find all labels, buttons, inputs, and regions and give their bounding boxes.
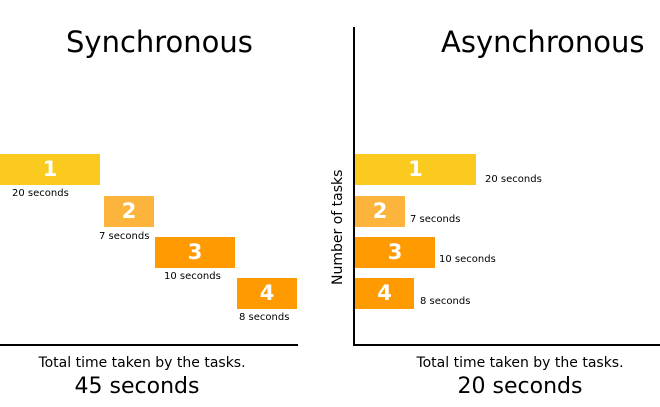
async-task-label-1: 1 xyxy=(408,157,423,181)
async-task-duration-4: 8 seconds xyxy=(420,296,471,307)
async-task-bar-1: 1 xyxy=(355,154,476,185)
sync-task-duration-1: 20 seconds xyxy=(12,188,69,199)
async-footer-text: Total time taken by the tasks. xyxy=(416,355,624,371)
sync-task-bar-4: 4 xyxy=(237,278,297,309)
async-task-label-4: 4 xyxy=(377,281,392,305)
async-task-duration-3: 10 seconds xyxy=(439,254,496,265)
sync-task-duration-3: 10 seconds xyxy=(164,271,221,282)
async-footer-total: 20 seconds xyxy=(457,374,583,399)
async-task-bar-2: 2 xyxy=(355,196,405,227)
async-task-duration-2: 7 seconds xyxy=(410,214,461,225)
async-y-axis xyxy=(353,27,355,346)
async-x-axis xyxy=(353,344,660,346)
async-title: Asynchronous xyxy=(441,25,645,59)
sync-footer-total: 45 seconds xyxy=(74,374,200,399)
async-task-duration-1: 20 seconds xyxy=(485,174,542,185)
sync-task-label-2: 2 xyxy=(121,199,137,223)
sync-task-label-4: 4 xyxy=(259,281,275,305)
sync-footer-text: Total time taken by the tasks. xyxy=(38,355,246,371)
sync-task-bar-3: 3 xyxy=(155,237,235,268)
async-task-bar-4: 4 xyxy=(355,278,414,309)
sync-task-label-3: 3 xyxy=(187,240,203,264)
async-y-axis-label: Number of tasks xyxy=(330,169,346,285)
sync-task-label-1: 1 xyxy=(42,157,58,181)
async-task-label-3: 3 xyxy=(387,240,403,264)
sync-task-duration-4: 8 seconds xyxy=(239,312,290,323)
sync-task-bar-1: 1 xyxy=(0,154,100,185)
sync-task-duration-2: 7 seconds xyxy=(99,231,150,242)
async-task-label-2: 2 xyxy=(372,199,388,223)
sync-task-bar-2: 2 xyxy=(104,196,154,227)
sync-baseline xyxy=(0,344,298,346)
async-task-bar-3: 3 xyxy=(355,237,435,268)
sync-title: Synchronous xyxy=(66,25,253,59)
